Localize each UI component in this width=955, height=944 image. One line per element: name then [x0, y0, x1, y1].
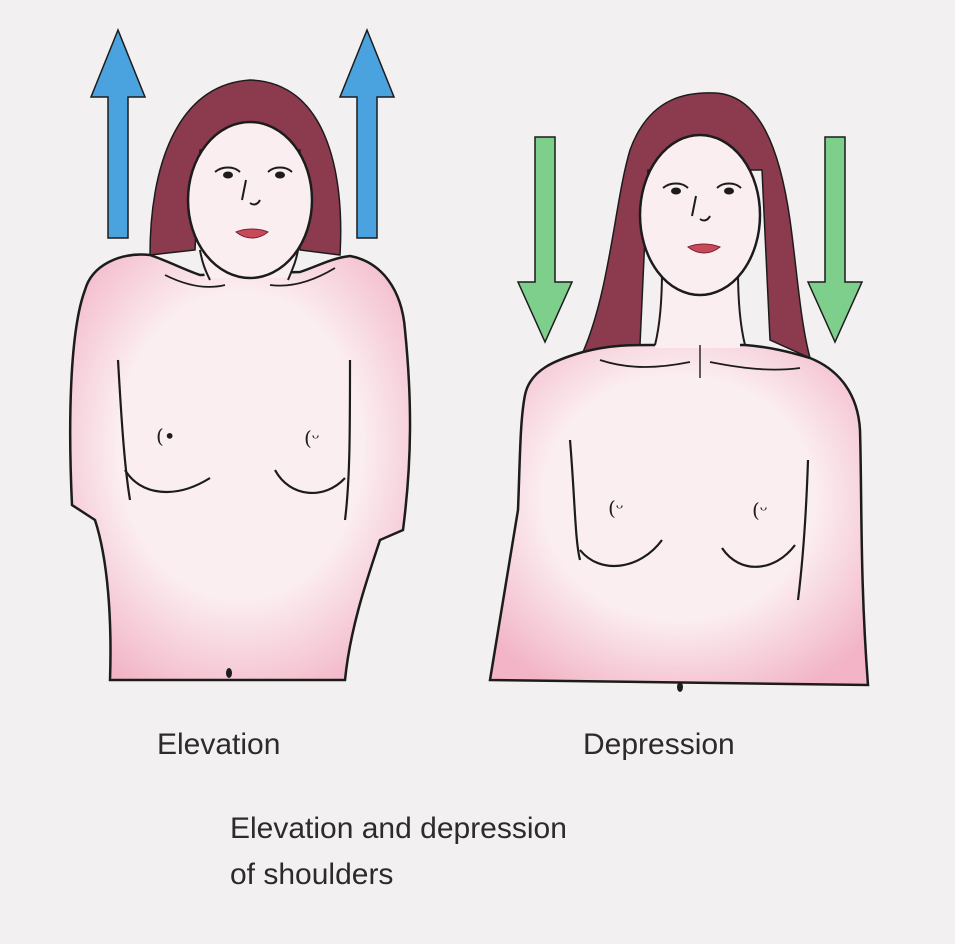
down-arrow-icon — [808, 137, 862, 342]
down-arrow-icon — [518, 137, 572, 342]
caption-line-1: Elevation and depression — [230, 806, 567, 852]
torso — [490, 345, 868, 685]
elevation-label: Elevation — [157, 727, 280, 763]
figure-caption: Elevation and depression of shoulders — [230, 806, 567, 898]
svg-text:(•: (• — [156, 424, 176, 448]
caption-line-2: of shoulders — [230, 852, 567, 898]
navel — [226, 668, 232, 678]
svg-text:(ᵕ: (ᵕ — [752, 498, 768, 522]
svg-text:(ᵕ: (ᵕ — [608, 496, 624, 520]
face — [188, 122, 312, 278]
navel — [677, 682, 683, 692]
depression-label: Depression — [583, 727, 735, 763]
svg-text:(ᵕ: (ᵕ — [304, 426, 320, 450]
face — [640, 135, 760, 295]
up-arrow-icon — [91, 30, 145, 238]
up-arrow-icon — [340, 30, 394, 238]
torso — [70, 255, 410, 680]
